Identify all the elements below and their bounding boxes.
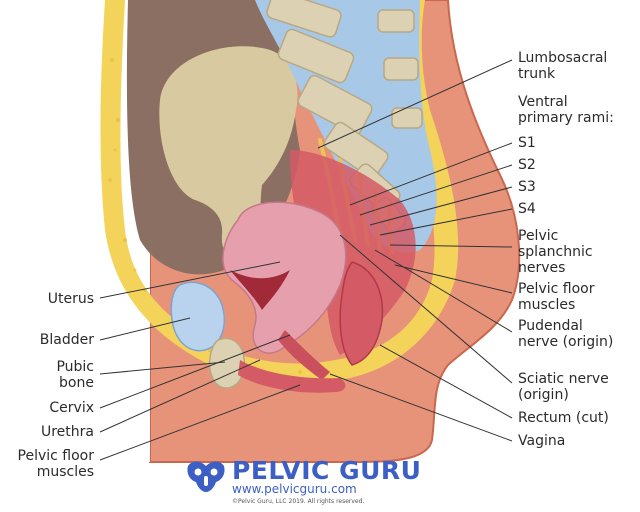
- label-s4: S4: [518, 201, 536, 217]
- label-lumbosacral-trunk: Lumbosacral trunk: [518, 50, 608, 82]
- leader-lines-right: [317, 59, 513, 442]
- label-sciatic-nerve: Sciatic nerve (origin): [518, 371, 609, 403]
- bladder: [170, 281, 226, 352]
- pelvic-floor-muscle-right: [290, 150, 416, 355]
- label-pubic-bone: Pubic bone: [56, 359, 94, 391]
- label-bladder: Bladder: [39, 332, 94, 348]
- brand-copyright: ©Pelvic Guru, LLC 2019. All rights reser…: [232, 498, 365, 505]
- endometrium: [230, 270, 290, 310]
- vaginal-canal: [278, 330, 330, 380]
- label-pudendal-nerve: Pudendal nerve (origin): [518, 318, 614, 350]
- label-urethra: Urethra: [40, 424, 94, 440]
- label-ventral-primary-rami: Ventral primary rami:: [518, 94, 614, 126]
- label-s1: S1: [518, 135, 536, 151]
- leader-lines-left: [99, 261, 301, 461]
- spinous-processes: [377, 9, 423, 129]
- brand-url[interactable]: www.pelvicguru.com: [232, 482, 357, 496]
- brand-block: PELVIC GURU www.pelvicguru.com ©Pelvic G…: [184, 456, 444, 508]
- label-s3: S3: [518, 179, 536, 195]
- label-cervix: Cervix: [49, 400, 94, 416]
- intestine-mass: [159, 46, 298, 259]
- pubic-bone: [208, 337, 246, 389]
- label-pelvic-floor-muscles-right: Pelvic floor muscles: [518, 281, 595, 313]
- label-pelvic-floor-muscles-left: Pelvic floor muscles: [17, 448, 94, 480]
- rectum: [339, 261, 384, 366]
- label-vagina: Vagina: [518, 433, 566, 449]
- label-s2: S2: [518, 157, 536, 173]
- label-pelvic-splanchnic-nerves: Pelvic splanchnic nerves: [518, 228, 593, 276]
- brand-name: PELVIC GURU: [232, 456, 422, 485]
- pelvic-floor-muscle-front: [238, 360, 346, 393]
- label-rectum: Rectum (cut): [518, 410, 609, 426]
- label-uterus: Uterus: [47, 291, 94, 307]
- pelvis-logo-icon: [187, 461, 225, 492]
